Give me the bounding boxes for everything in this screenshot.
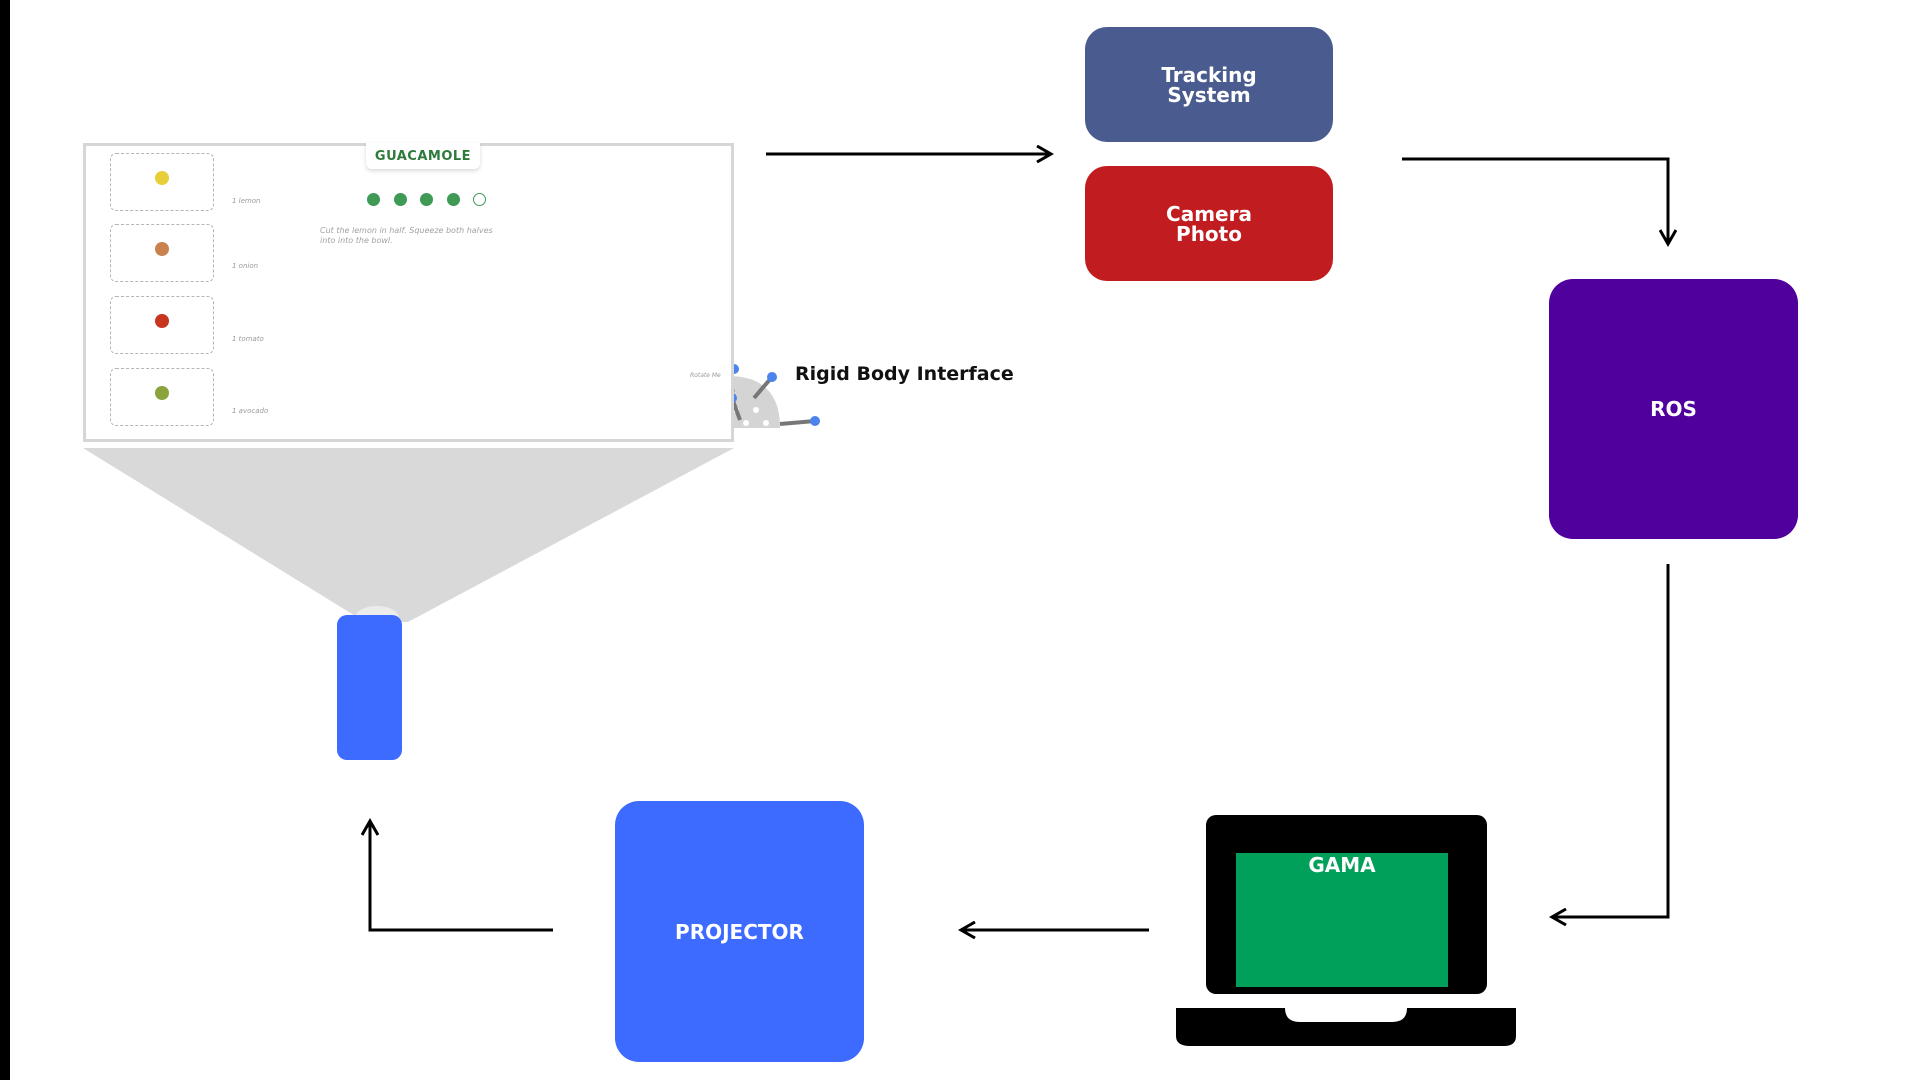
mini-projector-device bbox=[337, 615, 402, 760]
projector-node: PROJECTOR bbox=[615, 801, 864, 1062]
step-dot-complete bbox=[393, 193, 407, 206]
ingredient-slot bbox=[110, 224, 214, 282]
diagram-canvas: 1 lemon 1 onion 1 tomato 1 avocado GUACA… bbox=[10, 0, 1920, 1080]
arrow-projector-to-device bbox=[370, 822, 553, 932]
ingredient-label: 1 avocado bbox=[232, 407, 269, 415]
step-dot-complete bbox=[367, 193, 380, 206]
laptop-icon bbox=[1176, 815, 1516, 1046]
ingredient-label: 1 tomato bbox=[232, 335, 264, 343]
laptop-screen bbox=[1236, 853, 1448, 987]
lemon-icon bbox=[155, 171, 169, 185]
step-dot-pending bbox=[473, 193, 486, 206]
ingredient-slot bbox=[110, 153, 214, 211]
tracking-system-label: Tracking System bbox=[1161, 62, 1257, 107]
rigid-body-interface-label: Rigid Body Interface bbox=[795, 363, 1014, 385]
step-dot-complete bbox=[446, 193, 460, 206]
ingredient-slot bbox=[110, 296, 214, 354]
projector-label: PROJECTOR bbox=[675, 919, 804, 944]
ingredient-slot bbox=[110, 368, 214, 426]
tracking-marker bbox=[810, 416, 820, 426]
ingredient-label: 1 onion bbox=[232, 262, 259, 270]
projection-beam bbox=[83, 448, 734, 622]
camera-photo-node: Camera Photo bbox=[1085, 166, 1333, 281]
tracking-system-node: Tracking System bbox=[1085, 27, 1333, 142]
ros-label: ROS bbox=[1650, 397, 1697, 421]
tomato-icon bbox=[155, 314, 169, 328]
recipe-instruction: Cut the lemon in half. Squeeze both halv… bbox=[320, 226, 493, 245]
camera-photo-label: Camera Photo bbox=[1166, 201, 1252, 246]
onion-icon bbox=[155, 242, 169, 256]
avocado-icon bbox=[155, 386, 169, 400]
tracking-marker bbox=[767, 372, 777, 382]
arrow-tracking-to-ros bbox=[1402, 157, 1668, 243]
ros-node: ROS bbox=[1549, 279, 1798, 539]
arrow-ros-to-gama bbox=[1553, 564, 1670, 917]
gama-label: GAMA bbox=[1308, 853, 1376, 877]
step-dot-complete bbox=[420, 193, 433, 206]
ingredient-label: 1 lemon bbox=[232, 197, 261, 205]
recipe-title: GUACAMOLE bbox=[366, 143, 480, 169]
projected-recipe-ui: 1 lemon 1 onion 1 tomato 1 avocado GUACA… bbox=[83, 143, 734, 442]
rotate-hint: Rotate Me bbox=[690, 372, 721, 379]
